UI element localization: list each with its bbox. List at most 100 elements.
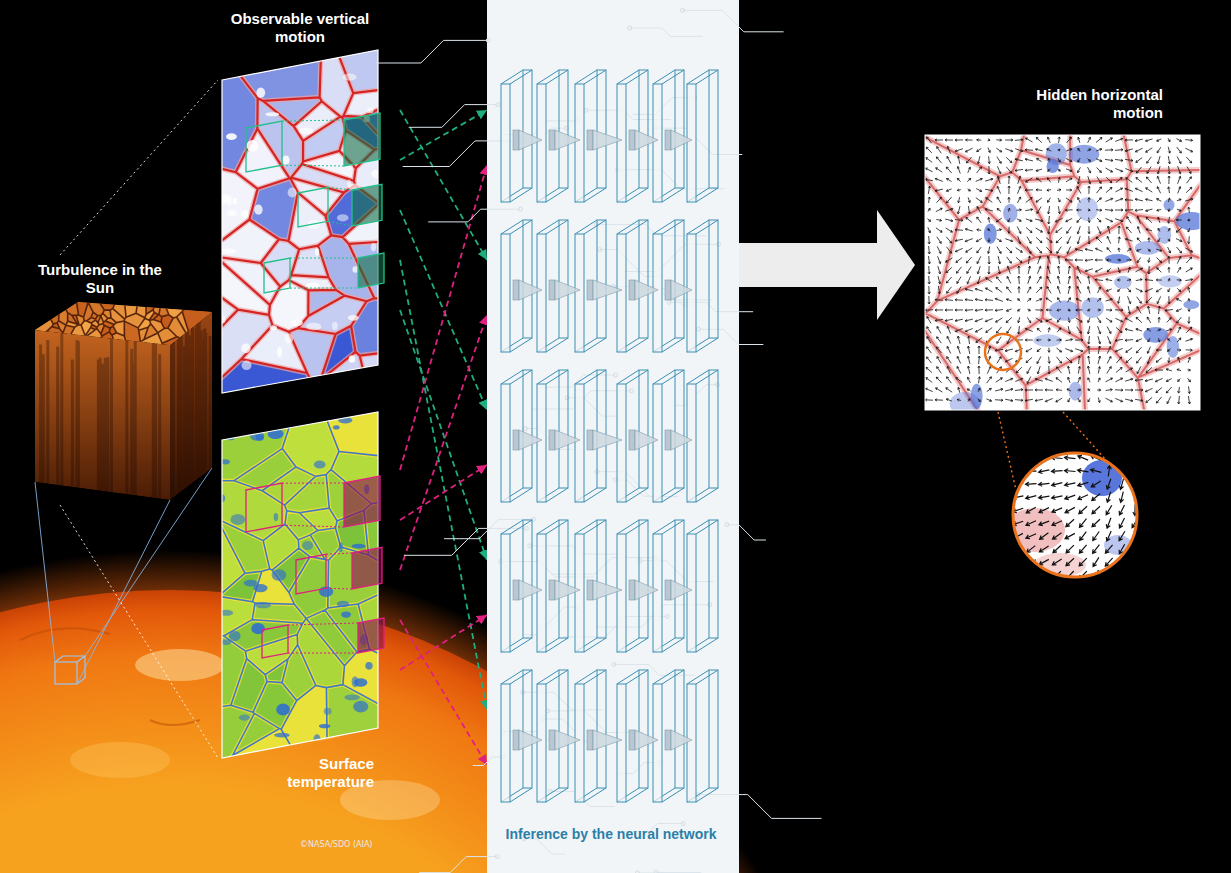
layer-edge <box>687 220 718 352</box>
kernel-pyramid <box>671 430 692 450</box>
panel-spot <box>337 214 349 221</box>
kernel-window <box>665 580 671 600</box>
small-cube <box>55 656 85 684</box>
kernel-window <box>513 280 519 300</box>
circuit-dot <box>528 544 532 548</box>
panel-spot <box>341 611 351 617</box>
patch-leader <box>282 483 344 527</box>
circuit-dot <box>598 248 602 252</box>
panel-spot <box>226 195 232 206</box>
circuit-dot <box>612 662 616 666</box>
panel-spot <box>291 320 303 327</box>
kernel-pyramid <box>671 280 692 300</box>
kernel-pyramid <box>593 130 622 150</box>
zoom-marker <box>985 334 1021 370</box>
layer-front <box>687 234 696 352</box>
panel-spot <box>332 322 338 330</box>
panel-spot <box>231 514 246 525</box>
layer-back <box>597 70 606 188</box>
layer-back <box>639 520 648 638</box>
input-arrow <box>400 310 487 560</box>
panel-spot <box>233 198 238 204</box>
kernel-pyramid <box>593 730 622 750</box>
input-patch <box>344 476 380 527</box>
circuit-dot <box>654 870 658 873</box>
panel-spot <box>226 133 237 140</box>
flow-cell <box>1138 348 1205 415</box>
layer-front <box>653 384 662 502</box>
kernel-pyramid <box>635 430 658 450</box>
kernel-pyramid <box>593 280 622 300</box>
zoom-inset <box>1005 453 1138 581</box>
layer-front <box>575 534 584 652</box>
input-arrow <box>400 315 487 570</box>
kernel-pyramid <box>555 730 580 750</box>
kernel-pyramid <box>519 730 542 750</box>
zoom-leader-line <box>35 468 212 684</box>
circuit-dot <box>629 389 633 393</box>
panel-spot <box>271 61 277 70</box>
layer-back <box>675 670 684 788</box>
input-arrow <box>400 210 487 410</box>
kernel-pyramid <box>593 430 622 450</box>
kernel-window <box>587 580 593 600</box>
clipped-group <box>217 407 383 763</box>
layer-front <box>687 684 696 802</box>
panel-spot <box>254 205 262 215</box>
horizontal-motion-panel: Hidden horizontal motion <box>915 80 1205 415</box>
network-row <box>501 370 718 502</box>
layer-back <box>675 220 684 338</box>
panel-spot <box>306 323 321 331</box>
kernel-window <box>665 730 671 750</box>
kernel-window <box>665 430 671 450</box>
upflow-spot <box>1003 204 1017 223</box>
layer-edge <box>687 520 718 652</box>
layer-front <box>653 84 662 202</box>
kernel-pyramid <box>519 580 542 600</box>
kernel-window <box>587 430 593 450</box>
velocity-arrows <box>925 137 1193 404</box>
panel-spot <box>251 623 265 634</box>
temperature-cell-lane <box>217 407 383 763</box>
circuit-dot <box>495 855 499 859</box>
input-patch-outline <box>264 258 290 293</box>
panel-spot <box>349 355 356 363</box>
layer-back <box>559 220 568 338</box>
input-patch <box>352 547 382 589</box>
layer-back <box>597 370 606 488</box>
panel-spot <box>253 584 267 592</box>
panel-spot <box>274 513 279 521</box>
layer-back <box>639 70 648 188</box>
layer-back <box>597 220 606 338</box>
kernel-pyramid <box>555 580 580 600</box>
network-row <box>501 520 718 652</box>
layer-front <box>653 534 662 652</box>
panel-spot <box>282 155 289 164</box>
panel-spot <box>277 346 282 357</box>
panel-spot <box>239 715 250 721</box>
circuit-dot <box>697 327 701 331</box>
layer-back <box>675 520 684 638</box>
node-shape <box>218 8 400 398</box>
panel-spot <box>274 733 289 738</box>
node-heading: Inference by the neural network <box>487 826 735 843</box>
node-shape <box>487 0 735 873</box>
kernel-pyramid <box>635 580 658 600</box>
layer-back <box>675 70 684 188</box>
vertical-cell-lane <box>217 45 383 398</box>
network-row <box>501 670 718 802</box>
conv-layer <box>687 70 718 202</box>
kernel-window <box>629 580 635 600</box>
layer-front <box>617 384 626 502</box>
circuit-dot <box>681 8 685 12</box>
layer-front <box>575 234 584 352</box>
kernel-window <box>665 130 671 150</box>
circuit-dot <box>725 523 729 527</box>
flow-cell-lane <box>920 130 1205 415</box>
kernel-pyramid <box>635 730 658 750</box>
network-row <box>501 70 718 202</box>
circuit-dot <box>715 383 719 387</box>
input-arrow <box>400 110 487 260</box>
layer-back <box>709 370 718 488</box>
panel-spot <box>353 701 368 713</box>
